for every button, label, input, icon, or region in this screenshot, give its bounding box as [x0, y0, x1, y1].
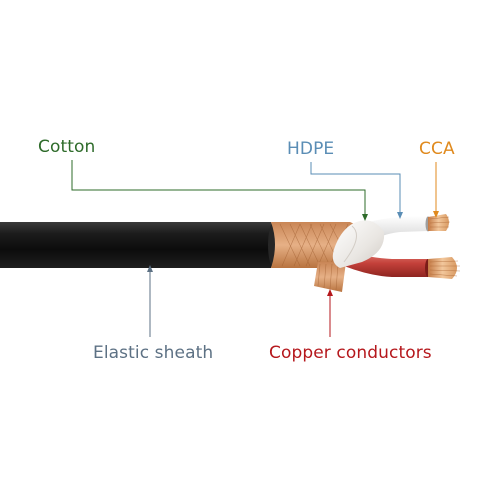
hdpe-label: HDPE: [287, 139, 335, 159]
copper-strands-lower: [428, 257, 457, 279]
copper-conductors-label: Copper conductors: [269, 343, 432, 363]
cca-strand-lines-upper: [429, 216, 451, 228]
cca-leader-arrow: [433, 211, 439, 218]
hdpe-leader-line: [310, 162, 401, 216]
cotton-filler: [332, 220, 385, 268]
shield-drain-strand: [314, 262, 346, 292]
elastic-sheath-label: Elastic sheath: [93, 343, 214, 363]
cotton-leader-line: [71, 160, 366, 218]
copper-strand-lines-lower: [429, 260, 461, 277]
copper-leader-arrow: [327, 289, 333, 296]
cotton-leader-arrow: [362, 214, 368, 221]
hdpe-leader-arrow: [397, 212, 403, 219]
cca-label: CCA: [419, 139, 455, 159]
elastic-sheath: [0, 222, 275, 268]
sheath-leader-arrow: [147, 265, 153, 272]
drain-strand-texture: [317, 263, 339, 291]
cotton-label: Cotton: [38, 137, 96, 157]
cotton-fold-line: [343, 225, 357, 263]
